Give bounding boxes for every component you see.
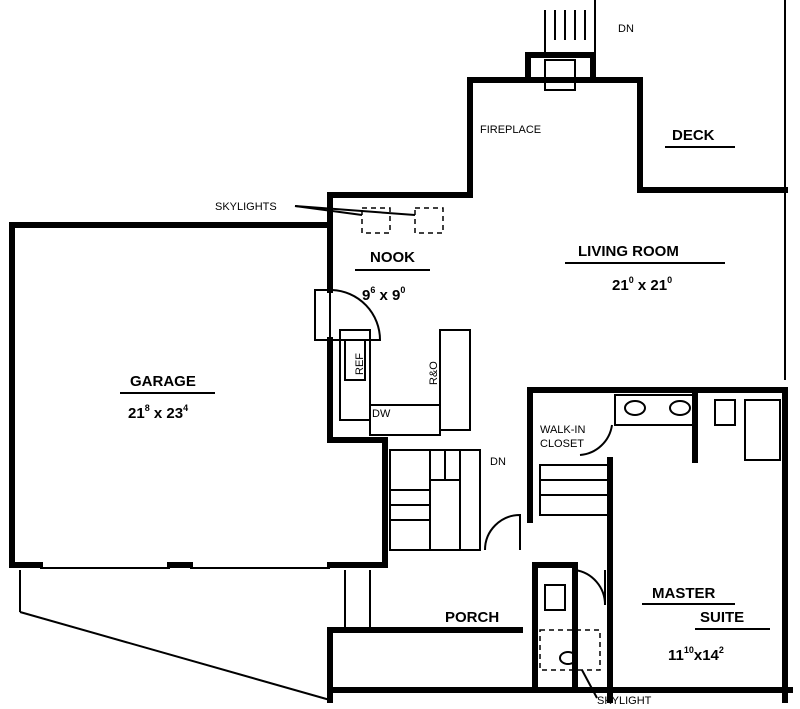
stairs: [389, 449, 521, 551]
fireplace-label: FIREPLACE: [480, 124, 541, 136]
nook-kitchen-walls: [314, 182, 473, 568]
skylight-label: SKYLIGHT: [597, 695, 652, 707]
porch-label: PORCH: [445, 609, 499, 626]
walk-in-closet-label: WALK-IN: [540, 424, 585, 436]
living-room-walls: [467, 0, 788, 380]
master-suite-dimensions: 1110x142: [668, 645, 724, 664]
dn-top-label: DN: [618, 23, 634, 35]
deck-label: DECK: [672, 127, 715, 144]
garage-walls: [9, 222, 388, 701]
nook-label: NOOK: [370, 249, 415, 266]
living-room-dimensions: 210 x 210: [612, 275, 672, 294]
refrigerator-label: REF: [354, 353, 366, 375]
range-oven-label: R&O: [428, 361, 440, 385]
walk-in-closet-label-2: CLOSET: [540, 438, 584, 450]
master-label: MASTER: [652, 585, 716, 602]
garage-dimensions: 218 x 234: [128, 403, 188, 422]
nook-dimensions: 96 x 90: [362, 285, 405, 304]
skylights-label: SKYLIGHTS: [215, 201, 277, 213]
porch-walls: [327, 570, 793, 703]
dishwasher-label: DW: [372, 408, 391, 420]
living-room-label: LIVING ROOM: [578, 243, 679, 260]
dn-stairs-label: DN: [490, 456, 506, 468]
suite-label: SUITE: [700, 609, 744, 626]
master-suite-walls: [527, 387, 788, 703]
garage-label: GARAGE: [130, 373, 196, 390]
